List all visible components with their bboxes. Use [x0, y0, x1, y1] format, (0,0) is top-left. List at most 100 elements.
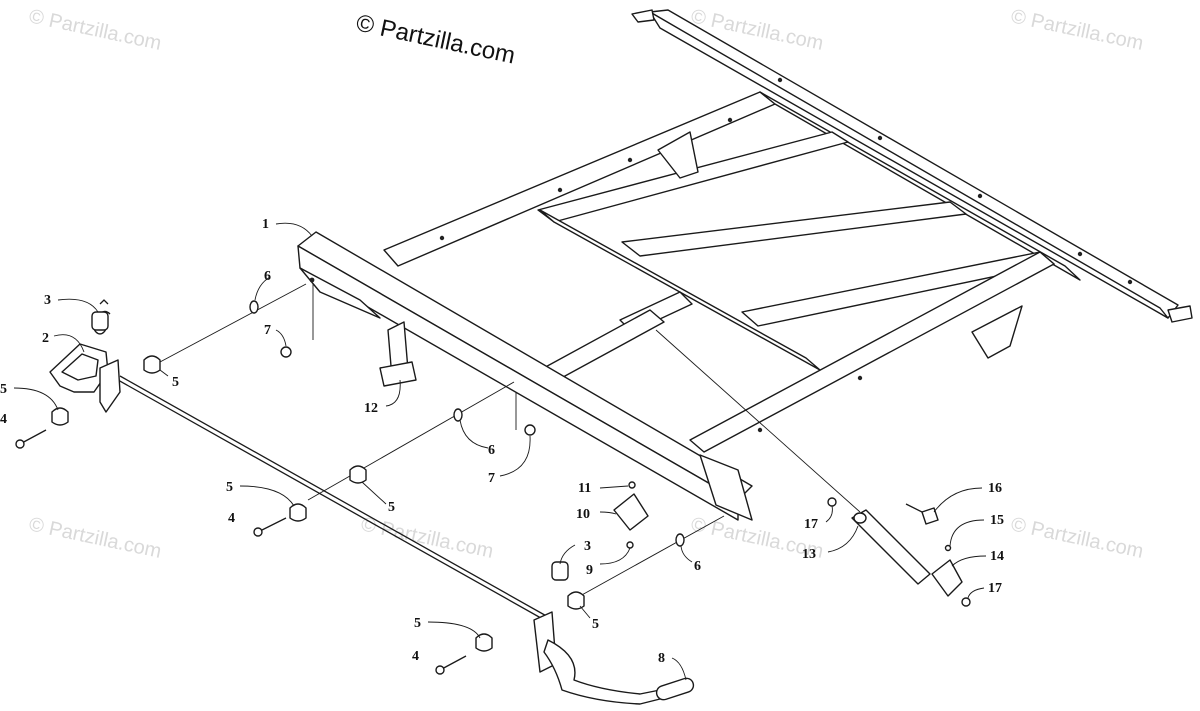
bolt-4c [439, 655, 467, 671]
callout-7: 7 [488, 471, 495, 486]
callout-16: 16 [988, 481, 1002, 496]
left-lever-plate [99, 359, 121, 413]
clips [51, 355, 585, 652]
frame-hole [1127, 279, 1133, 285]
callout-4: 4 [412, 649, 419, 664]
leader-15 [949, 519, 985, 547]
callout-10: 10 [576, 507, 590, 522]
left-lever-assembly [49, 299, 121, 413]
bolt-4a-head [15, 439, 25, 449]
assembly-line [655, 329, 861, 513]
bracket-14 [931, 559, 963, 597]
callout-5: 5 [414, 616, 421, 631]
bracket-assembly [613, 481, 649, 549]
washer-6b [453, 408, 463, 422]
frame-hole [777, 77, 783, 83]
leader-8 [671, 657, 687, 681]
nut-7a [280, 346, 292, 358]
leader-5d [361, 481, 387, 505]
leader-3b [559, 544, 576, 565]
inner-rail-lower [539, 309, 665, 383]
callout-2: 2 [42, 331, 49, 346]
main-beam-right-end [699, 454, 753, 521]
callout-7: 7 [264, 323, 271, 338]
cross-member-2 [621, 201, 967, 257]
callout-6: 6 [264, 269, 271, 284]
leader-5c [239, 485, 295, 507]
frame-hole [557, 187, 563, 193]
bracket-10 [613, 493, 649, 531]
frame-hole [877, 135, 883, 141]
screw-9 [626, 541, 634, 549]
right-rail-end-tab [1167, 305, 1193, 323]
screw-11 [628, 481, 636, 489]
watermark: © Partzilla.com [27, 513, 163, 563]
bolts [15, 429, 467, 675]
leader-5b [159, 369, 169, 377]
frame-hole [627, 157, 633, 163]
callout-9: 9 [586, 563, 593, 578]
cross-shaft-line [119, 375, 551, 619]
watermark: © Partzilla.com [1009, 5, 1145, 55]
watermark: © Partzilla.com [359, 513, 495, 563]
leader-lines [13, 222, 987, 681]
callout-5: 5 [172, 375, 179, 390]
leader-9 [599, 547, 631, 565]
frame-hole [309, 277, 315, 283]
leader-7b [499, 435, 531, 477]
support-leg-foot [379, 361, 417, 387]
frame-hole [857, 375, 863, 381]
callout-labels: 1 2 3 3 4 4 4 5 5 5 5 5 5 6 6 6 7 7 8 9 … [0, 217, 1004, 666]
callout-3: 3 [584, 539, 591, 554]
callout-15: 15 [990, 513, 1004, 528]
leader-17b [967, 587, 985, 599]
leader-10 [599, 511, 617, 515]
washer-6a [249, 300, 259, 314]
copyright-text: © Partzilla.com [354, 9, 518, 69]
leader-7a [275, 329, 287, 347]
far-side-rail [759, 91, 1081, 281]
callout-4: 4 [0, 412, 7, 427]
callout-6: 6 [488, 443, 495, 458]
frame-hole [757, 427, 763, 433]
watermarks: © Partzilla.com © Partzilla.com © Partzi… [27, 5, 1145, 563]
assembly-lines [159, 283, 861, 597]
callout-6: 6 [694, 559, 701, 574]
watermark: © Partzilla.com [27, 5, 163, 55]
callout-17: 17 [804, 517, 818, 532]
main-beam-top [297, 231, 753, 501]
cross-shaft-line [117, 379, 549, 623]
bolt-4b-head [253, 527, 263, 537]
clip-5d [349, 465, 367, 484]
right-spring-coil [551, 561, 569, 581]
assembly-line [159, 283, 307, 363]
main-beam-face [297, 245, 739, 521]
clip-5f [567, 591, 585, 610]
callout-14: 14 [990, 549, 1004, 564]
leader-5e [427, 621, 481, 639]
clip-5c [289, 503, 307, 522]
callout-11: 11 [578, 481, 591, 496]
leader-5f [579, 605, 591, 619]
bolt-4b [257, 517, 287, 533]
callout-4: 4 [228, 511, 235, 526]
frame-assembly [297, 9, 1193, 521]
leader-17a [825, 505, 833, 523]
nut-7b [524, 424, 536, 436]
right-lever-assembly [533, 561, 695, 705]
bolt-4a [19, 429, 47, 445]
left-spring-coil [91, 311, 109, 331]
nut-17b [961, 597, 971, 607]
cross-member-4 [689, 251, 1055, 453]
right-rail-tab [631, 9, 655, 23]
leader-12 [385, 379, 401, 407]
inner-rail [539, 209, 821, 371]
nut-17a [827, 497, 837, 507]
frame-hole [439, 235, 445, 241]
leader-1 [275, 222, 313, 237]
callout-12: 12 [364, 401, 378, 416]
bolt-4c-head [435, 665, 445, 675]
assembly-line [307, 381, 515, 501]
callout-5: 5 [592, 617, 599, 632]
